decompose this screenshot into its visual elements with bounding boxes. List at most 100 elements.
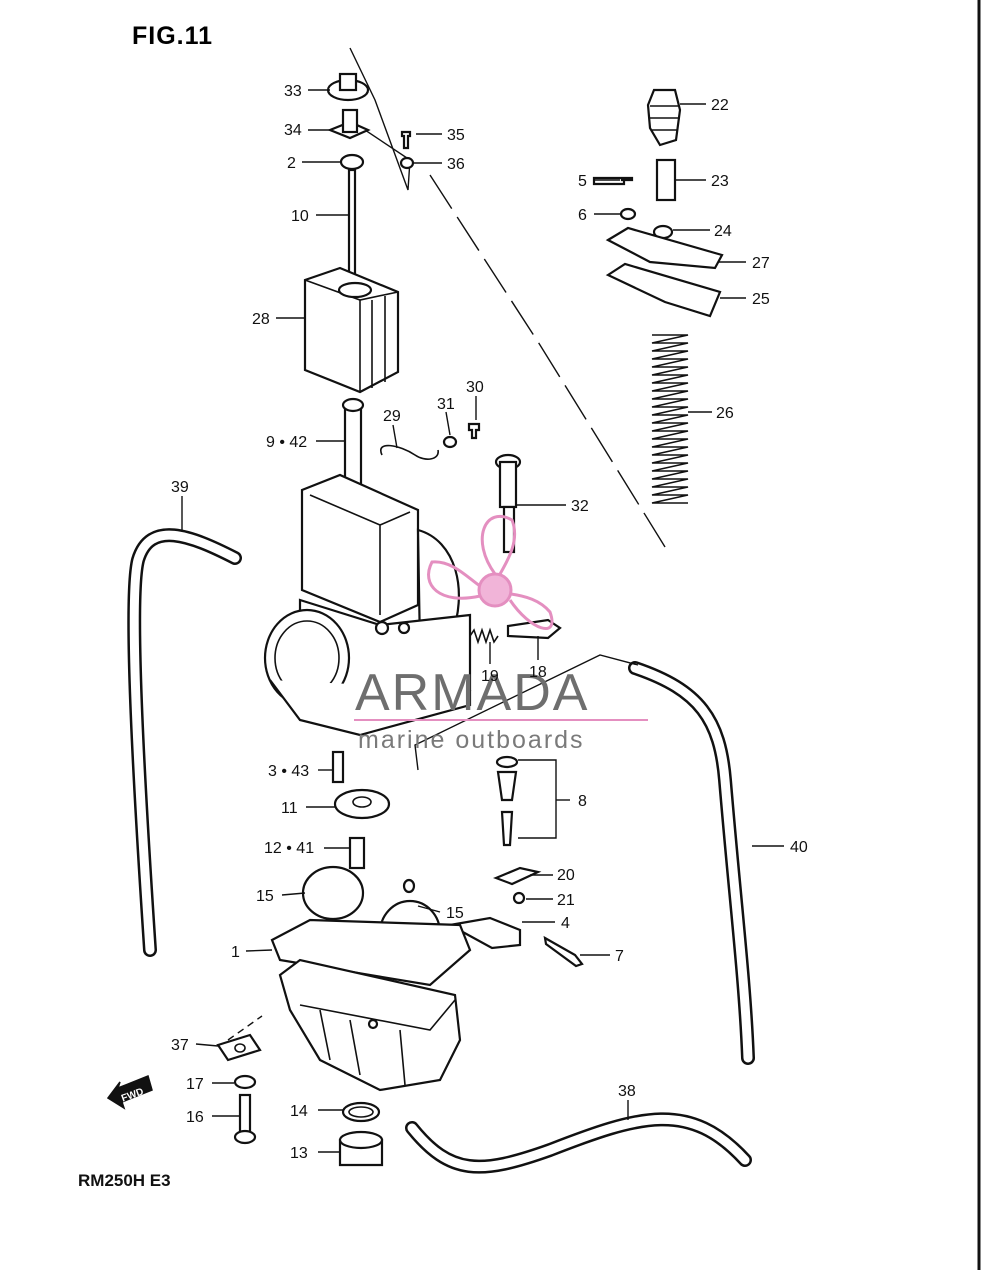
body-screw-boss-2: [397, 621, 411, 635]
callout-31: 31: [437, 396, 455, 413]
part-39-hose-inner: [129, 530, 240, 955]
callout-23: 23: [711, 173, 729, 190]
part-14-oring: [341, 1101, 381, 1123]
mixing-chamber-top: [300, 473, 420, 624]
callout-25: 25: [752, 291, 770, 308]
callout-18: 18: [529, 664, 547, 681]
callout-26: 26: [716, 405, 734, 422]
propeller-blade-left: [427, 560, 481, 600]
part-8-valve-seat: [496, 770, 518, 802]
leader-1: [245, 949, 273, 952]
carburetor-body: [263, 397, 472, 737]
part-31-washer: [442, 435, 458, 449]
part-40-hose-inner: [630, 663, 753, 1063]
hose-routing-line: [414, 654, 639, 771]
part-37-bracket: [216, 1033, 262, 1062]
baffle-hole: [352, 796, 372, 808]
part-18-air-screw: [506, 618, 562, 640]
bottom-fasteners: [216, 1033, 384, 1167]
callout-2: 2: [287, 155, 296, 172]
callout-35: 35: [447, 127, 465, 144]
slide-needle-hole: [337, 281, 373, 299]
part-2-clip: [339, 153, 365, 171]
leader-lines: [181, 89, 784, 1153]
callout-16: 16: [186, 1109, 204, 1126]
body-lower-flange: [269, 679, 472, 737]
part-26-spring: [651, 334, 689, 504]
part-38-hose-inner: [407, 1114, 750, 1171]
part-4-float-arm: [446, 916, 522, 950]
part-1-gasket: [270, 918, 472, 987]
callout-10: 10: [291, 208, 309, 225]
cover-spring-group: [592, 88, 724, 504]
slide-cutaway: [371, 296, 386, 388]
part-6-washer: [619, 207, 637, 221]
leader-29: [392, 424, 398, 449]
float-bowl-group: [270, 918, 472, 1092]
part-16-bolt: [238, 1093, 252, 1137]
callout-21: 21: [557, 892, 575, 909]
part-7-pin: [543, 935, 584, 968]
callout-29: 29: [383, 408, 401, 425]
cap-ribs: [650, 105, 680, 131]
watermark: ARMADA marine outboards: [354, 514, 648, 754]
callout-24: 24: [714, 223, 732, 240]
part-8-needle: [500, 810, 514, 847]
oring-inner: [348, 1106, 374, 1118]
callout-15-left: 15: [256, 888, 274, 905]
callout-32: 32: [571, 498, 589, 515]
part-23-adjuster: [655, 158, 677, 202]
part-32-elbow: [494, 453, 522, 554]
bowl-edges: [299, 999, 456, 1086]
callout-15-right: 15: [446, 905, 464, 922]
part-3-main-jet: [331, 750, 345, 784]
plug-top: [338, 1130, 384, 1150]
leader-37-dash: [227, 1015, 263, 1041]
callout-12-41: 12 • 41: [264, 840, 314, 857]
fwd-arrow-shape: [106, 1074, 153, 1110]
clip-screw-group: [379, 422, 481, 460]
air-screw-group: [469, 618, 562, 645]
part-30-screw: [467, 422, 481, 440]
leader-15b: [417, 905, 441, 913]
callout-6: 6: [578, 207, 587, 224]
elbow-body: [498, 460, 518, 509]
watermark-propeller-logo: [427, 514, 554, 630]
part-29-wire-clip: [379, 444, 439, 460]
group-bracket-line: [349, 47, 411, 191]
part-20-plate: [493, 866, 542, 886]
watermark-tagline: marine outboards: [358, 726, 585, 754]
part-8-oring: [495, 755, 519, 769]
callout-9-42: 9 • 42: [266, 434, 307, 451]
callout-3-43: 3 • 43: [268, 763, 309, 780]
part-11-baffle: [333, 788, 391, 820]
callout-14: 14: [290, 1103, 308, 1120]
part-10-needle: [347, 168, 357, 284]
leader-8-bracket: [518, 759, 557, 839]
throttle-cap-group: [326, 47, 415, 284]
callout-labels: 33 34 35 2 36 10 28 29 31 30 9 • 42 39 3…: [171, 83, 808, 1162]
part-21-screw: [512, 891, 526, 905]
callout-5: 5: [578, 173, 587, 190]
part-17-washer: [233, 1074, 257, 1090]
callout-7: 7: [615, 948, 624, 965]
callout-39: 39: [171, 479, 189, 496]
bracket-hole: [234, 1043, 246, 1053]
leader-31: [445, 411, 451, 436]
leader-37: [195, 1043, 219, 1047]
part-35-screw: [400, 130, 412, 150]
assembly-line-slide: [429, 174, 671, 556]
part-34-boss: [341, 108, 359, 134]
throttle-slide-group: [303, 266, 400, 394]
small-plug: [402, 878, 416, 894]
callout-27: 27: [752, 255, 770, 272]
part-16-bolt-head: [233, 1129, 257, 1145]
propeller-hub: [477, 572, 513, 608]
body-screw-boss: [374, 620, 390, 636]
part-12-pilot-jet: [348, 836, 366, 870]
callout-11: 11: [281, 800, 298, 817]
callout-19: 19: [481, 668, 499, 685]
watermark-brand: ARMADA: [355, 664, 589, 722]
chamber-top-edges: [309, 494, 411, 615]
